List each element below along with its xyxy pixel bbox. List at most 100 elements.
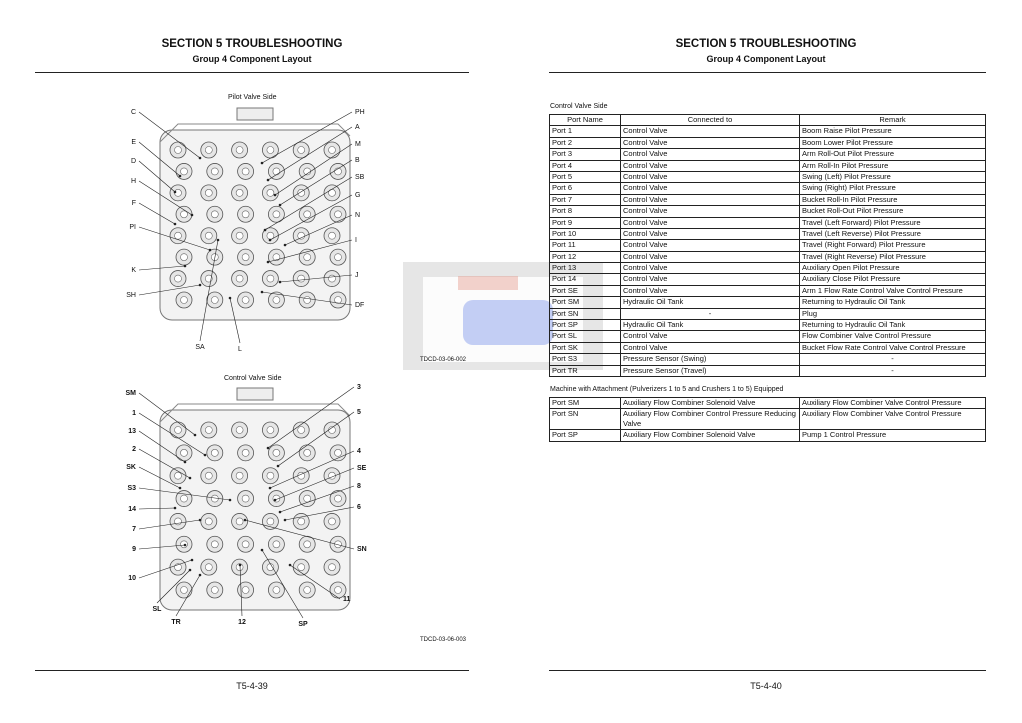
table-cell: Port 1 <box>549 125 621 138</box>
control-valve-body <box>159 387 351 611</box>
table-cell: Port 2 <box>549 136 621 150</box>
leader-line <box>138 519 201 530</box>
table-cell: Port 6 <box>549 182 621 195</box>
page-number: T5-4-40 <box>750 681 782 691</box>
table-cell: Pressure Sensor (Travel) <box>620 364 800 378</box>
leader-line <box>138 180 193 216</box>
table-cell: Control Valve <box>620 262 800 275</box>
leader-line <box>229 297 241 344</box>
table-cell: Port SL <box>549 330 621 343</box>
port-label: 10 <box>128 575 136 582</box>
port-label: 11 <box>343 596 351 603</box>
group-title: Group 4 Component Layout <box>192 54 312 64</box>
table-cell: Port 9 <box>549 216 621 229</box>
leader-line <box>277 411 355 467</box>
port-label: 2 <box>132 446 136 453</box>
leader-line <box>279 159 353 206</box>
leader-line <box>199 239 219 342</box>
leader-line <box>138 141 181 177</box>
table-cell: Control Valve <box>620 239 800 252</box>
port-label: 8 <box>357 483 361 490</box>
leader-line <box>138 448 191 479</box>
table-cell: Auxiliary Close Pilot Pressure <box>799 273 986 286</box>
table-cell: Control Valve <box>620 216 800 229</box>
figure-code: TDCD-03-06-002 <box>420 357 467 363</box>
table-cell: Arm 1 Flow Rate Control Valve Control Pr… <box>799 284 986 298</box>
table-cell: Control Valve <box>620 330 800 343</box>
port-label: A <box>355 124 360 131</box>
header-rule <box>549 72 986 73</box>
port-label: L <box>238 346 242 353</box>
port-label: SK <box>126 464 136 471</box>
table-cell: Control Valve <box>620 148 800 161</box>
table-cell: Control Valve <box>620 136 800 150</box>
port-label: PI <box>129 224 136 231</box>
leader-line <box>284 506 355 521</box>
table-cell: Port 11 <box>549 239 621 252</box>
table-cell: Swing (Left) Pilot Pressure <box>799 170 986 184</box>
leader-line <box>261 291 353 306</box>
leader-line <box>279 485 355 513</box>
table-cell: Port 10 <box>549 227 621 241</box>
table-cell: Port SE <box>549 284 621 298</box>
table-cell: Arm Roll-Out Pilot Pressure <box>799 148 986 161</box>
footer-rule <box>35 670 469 671</box>
port-label: I <box>355 237 357 244</box>
port-label: DF <box>355 302 364 309</box>
table-cell: Boom Lower Pilot Pressure <box>799 136 986 150</box>
port-label: SN <box>357 546 367 553</box>
table-cell: Port 8 <box>549 205 621 218</box>
table-cell: - <box>799 364 986 378</box>
table-cell: Travel (Left Forward) Pilot Pressure <box>799 216 986 229</box>
leader-line <box>244 519 355 550</box>
table-cell: Travel (Left Reverse) Pilot Pressure <box>799 227 986 241</box>
leader-line <box>284 214 353 246</box>
table-cell: Control Valve <box>620 182 800 195</box>
leader-line <box>261 549 304 619</box>
table-cell: Boom Raise Pilot Pressure <box>799 125 986 138</box>
leader-line <box>138 487 231 501</box>
table-cell: Control Valve <box>620 159 800 172</box>
port-label: 12 <box>238 619 246 626</box>
table-cell: Control Valve <box>620 125 800 138</box>
leader-line <box>138 111 201 159</box>
port-label: SA <box>195 344 205 351</box>
column-header: Port Name <box>549 113 621 127</box>
leader-line <box>138 507 176 510</box>
port-label: G <box>355 192 360 199</box>
table-cell: Travel (Right Forward) Pilot Pressure <box>799 239 986 252</box>
table-cell: Port 12 <box>549 250 621 264</box>
table-cell: Control Valve <box>620 205 800 218</box>
section-title: SECTION 5 TROUBLESHOOTING <box>161 38 343 50</box>
port-label: F <box>132 200 136 207</box>
port-label: K <box>131 267 136 274</box>
table-cell: Control Valve <box>620 284 800 298</box>
port-label: PH <box>355 109 365 116</box>
group-title: Group 4 Component Layout <box>706 54 826 64</box>
leader-line <box>156 569 191 604</box>
table-cell: Port SN <box>549 307 621 321</box>
table-cell: Bucket Roll-Out Pilot Pressure <box>799 205 986 218</box>
table-cell: Port 14 <box>549 273 621 286</box>
port-label: J <box>355 272 359 279</box>
column-header: Connected to <box>620 113 800 127</box>
port-label: 13 <box>128 428 136 435</box>
port-label: 9 <box>132 546 136 553</box>
table-cell: Port SN <box>549 408 621 431</box>
leader-line <box>274 467 355 501</box>
leader-line <box>267 126 353 181</box>
